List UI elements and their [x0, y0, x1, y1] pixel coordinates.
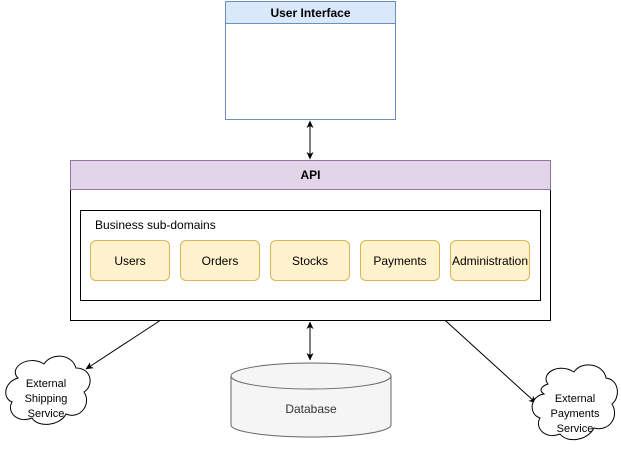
database-label: Database	[285, 402, 337, 416]
external-shipping-line-3: Service	[27, 408, 65, 420]
external-payments-cloud	[531, 364, 618, 441]
external-payments-label: External Payments Service	[538, 392, 612, 437]
module-administration: Administration	[450, 240, 530, 281]
external-shipping-line-2: Shipping	[24, 393, 68, 405]
module-stocks: Stocks	[270, 240, 350, 281]
business-subdomains-label: Business sub-domains	[95, 218, 216, 232]
external-payments-line-3: Service	[556, 423, 594, 435]
module-orders: Orders	[180, 240, 260, 281]
external-shipping-line-1: External	[25, 378, 67, 390]
api-title: API	[70, 160, 551, 190]
module-users: Users	[90, 240, 170, 281]
external-payments-line-1: External	[554, 393, 596, 405]
external-payments-line-2: Payments	[550, 408, 600, 420]
user-interface-box: User Interface	[225, 1, 396, 120]
user-interface-title: User Interface	[226, 2, 395, 24]
external-shipping-label: External Shipping Service	[10, 377, 82, 422]
external-shipping-cloud	[5, 355, 91, 425]
module-payments: Payments	[360, 240, 440, 281]
database-cylinder	[230, 362, 392, 438]
